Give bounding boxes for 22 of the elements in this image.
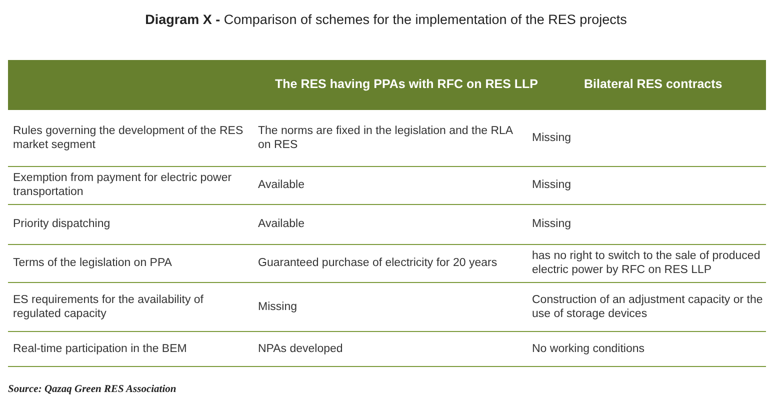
table-cell-text: Missing [532, 131, 572, 145]
diagram-title: Diagram X - Comparison of schemes for the implementation of the RES projects [144, 12, 628, 27]
row-header: Exemption from payment for electric power transportation [13, 171, 233, 199]
table-cell-text: The norms are fixed in the legislation and the RLA on RES [258, 124, 514, 152]
table-cell-text: has no right to switch to the sale of produced electric power by RFC on RES LLP [532, 249, 762, 277]
row-header: Rules governing the development of the RES market segment [13, 124, 244, 152]
column-header: The RES having PPAs with RFC on RES LLP [275, 77, 538, 91]
source-note: Source: Qazaq Green RES Association [8, 384, 176, 395]
row-header: Priority dispatching [13, 217, 112, 231]
column-header: Bilateral RES contracts [584, 77, 722, 91]
table-cell-text: NPAs developed [258, 342, 344, 356]
table-cell-text: No working conditions [532, 342, 646, 356]
table-cell-text: Available [258, 217, 306, 231]
row-header: ES requirements for the availability of regulated capacity [13, 292, 204, 320]
table-cell-text: Available [258, 178, 306, 192]
table-cell-text: Missing [258, 300, 298, 314]
row-header: Terms of the legislation on PPA [13, 256, 173, 270]
row-header: Real-time participation in the BEM [13, 342, 188, 356]
table-cell-text: Missing [532, 217, 572, 231]
table-cell-text: Guaranteed purchase of electricity for 20 years [258, 256, 498, 270]
table-cell-text: Missing [532, 178, 572, 192]
table-cell-text: Construction of an adjustment capacity or the use of storage devices [532, 292, 764, 320]
